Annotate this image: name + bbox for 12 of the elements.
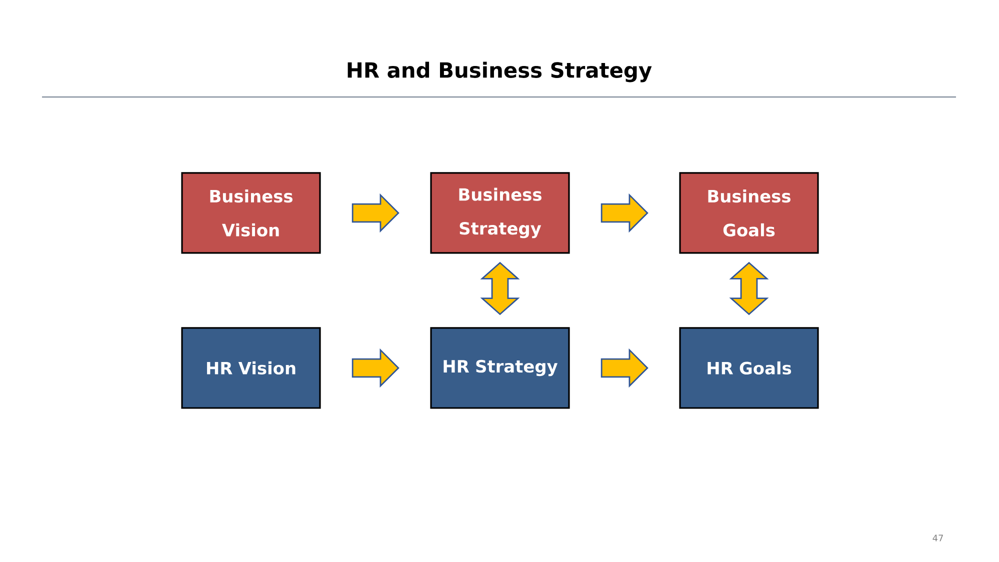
process-box: HR Goals — [679, 327, 819, 409]
process-box: Business Goals — [679, 172, 819, 254]
process-box: HR Vision — [181, 327, 321, 409]
block-arrow — [352, 193, 400, 233]
process-box: Business Strategy — [430, 172, 570, 254]
block-arrow — [600, 348, 648, 388]
title: HR and Business Strategy — [348, 62, 652, 82]
process-box: Business Vision — [181, 172, 321, 254]
page-number: 47 — [932, 534, 943, 542]
block-arrow — [600, 193, 648, 233]
process-box: HR Strategy — [430, 327, 570, 409]
block-arrow — [352, 348, 400, 388]
